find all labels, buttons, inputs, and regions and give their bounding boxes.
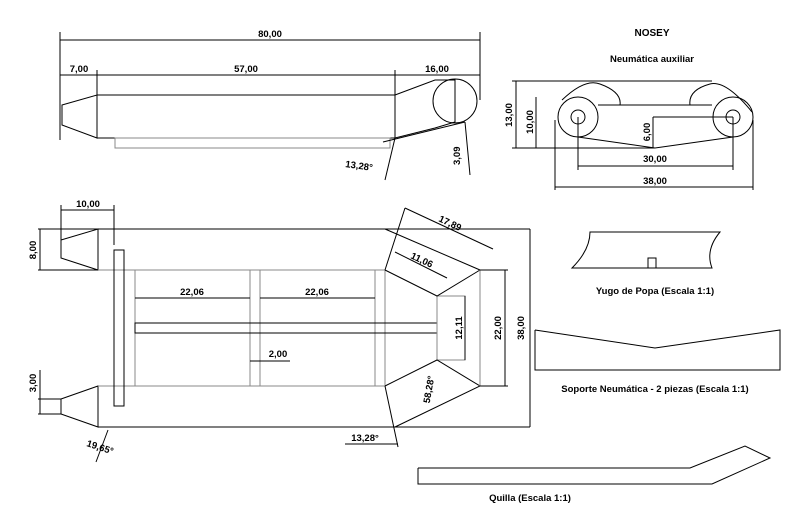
part-yugo-de-popa: Yugo de Popa (Escala 1:1)	[572, 232, 720, 297]
part-quilla: Quilla (Escala 1:1)	[418, 446, 770, 504]
part-label: Quilla (Escala 1:1)	[489, 493, 571, 504]
dim-rib: 2,00	[269, 349, 288, 360]
dim-bottom-angle: 13,28°	[351, 433, 379, 444]
top-view: 80,00 7,00 57,00 16,00 13,28° 3,09	[60, 29, 480, 180]
plan-view: 10,00 8,00 3,00 19,65° 22,06 22,06 2,00 …	[28, 199, 530, 462]
side-view: 13,00 10,00 6,00 30,00 38,00	[504, 81, 753, 190]
part-label: Yugo de Popa (Escala 1:1)	[596, 286, 714, 297]
dim-nose-len: 10,00	[76, 199, 100, 210]
dim-drop: 6,00	[642, 123, 653, 142]
dim-stern-w: 22,00	[493, 316, 504, 340]
dim-transom: 12,11	[454, 316, 465, 340]
dim-diag-inner: 11,06	[409, 251, 435, 271]
part-label: Soporte Neumática - 2 piezas (Escala 1:1…	[561, 384, 748, 395]
drawing-title: NOSEY	[634, 28, 669, 39]
drawing-subtitle: Neumática auxiliar	[610, 54, 694, 65]
dim-overall-side: 38,00	[643, 176, 667, 187]
dim-h-inner: 10,00	[525, 110, 536, 134]
dim-bay2: 22,06	[305, 287, 329, 298]
dim-centers: 30,00	[643, 154, 667, 165]
dim-bay1: 22,06	[180, 287, 204, 298]
dim-offset: 3,09	[452, 147, 463, 166]
dim-overall: 80,00	[258, 29, 282, 40]
part-soporte-neumatica: Soporte Neumática - 2 piezas (Escala 1:1…	[535, 330, 780, 395]
dim-body: 57,00	[234, 64, 258, 75]
dim-angle: 13,28°	[345, 159, 374, 174]
dim-nose-angle: 19,65°	[85, 438, 115, 457]
dim-beam: 38,00	[516, 316, 527, 340]
dim-tail: 16,00	[425, 64, 449, 75]
dim-h-outer: 13,00	[504, 103, 515, 127]
dim-nose-w: 8,00	[28, 241, 39, 260]
dim-diag-outer: 17,89	[437, 214, 463, 234]
dim-nose: 7,00	[70, 64, 89, 75]
dim-tip-w: 3,00	[28, 374, 39, 393]
dim-stern-angle: 58,28°	[422, 375, 438, 404]
